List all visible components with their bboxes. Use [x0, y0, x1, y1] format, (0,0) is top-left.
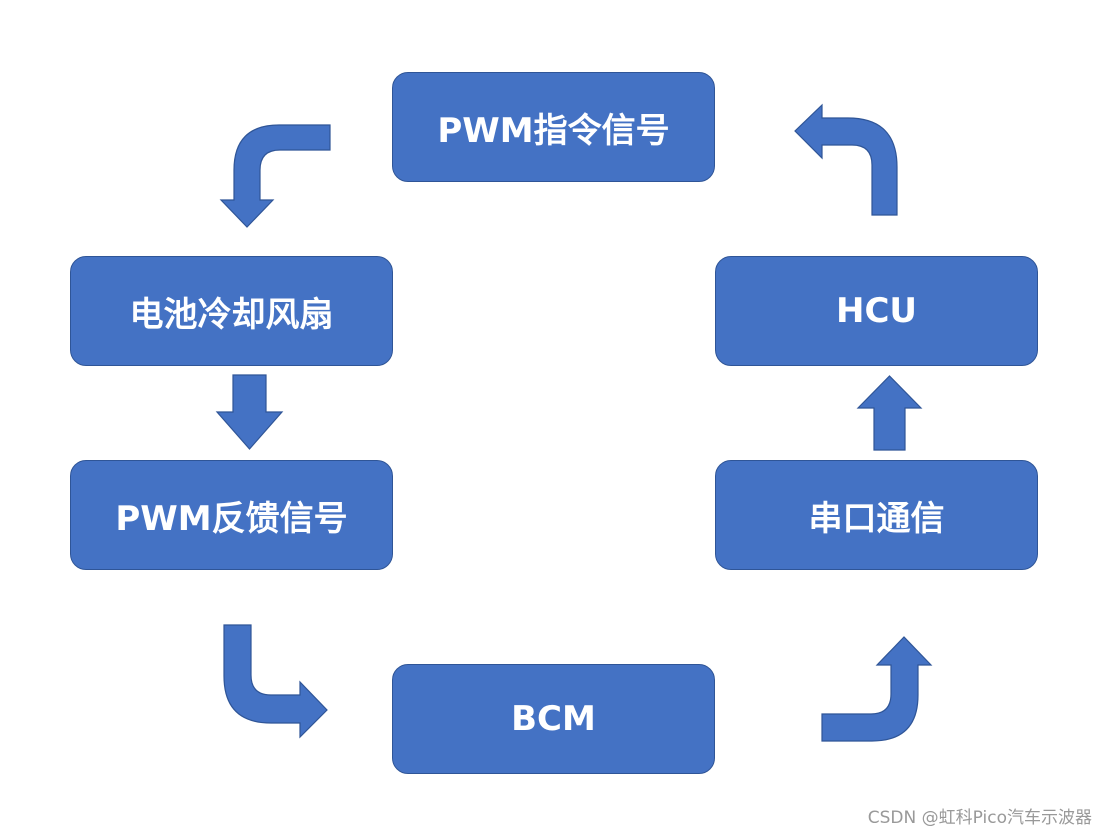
- arrow-fan-to-feedback: [215, 374, 284, 450]
- arrow-serial-to-hcu: [856, 375, 923, 451]
- node-serial-communication: 串口通信: [715, 460, 1038, 570]
- node-pwm-feedback-signal: PWM反馈信号: [70, 460, 393, 570]
- arrow-bcm-to-serial: [821, 636, 933, 742]
- node-bcm: BCM: [392, 664, 715, 774]
- node-battery-cooling-fan: 电池冷却风扇: [70, 256, 393, 366]
- watermark: CSDN @虹科Pico汽车示波器: [867, 808, 1092, 828]
- node-pwm-command-signal: PWM指令信号: [392, 72, 715, 182]
- node-hcu: HCU: [715, 256, 1038, 366]
- arrow-feedback-to-bcm: [223, 624, 328, 739]
- arrow-hcu-to-command: [794, 103, 898, 216]
- arrow-command-to-fan: [219, 124, 331, 228]
